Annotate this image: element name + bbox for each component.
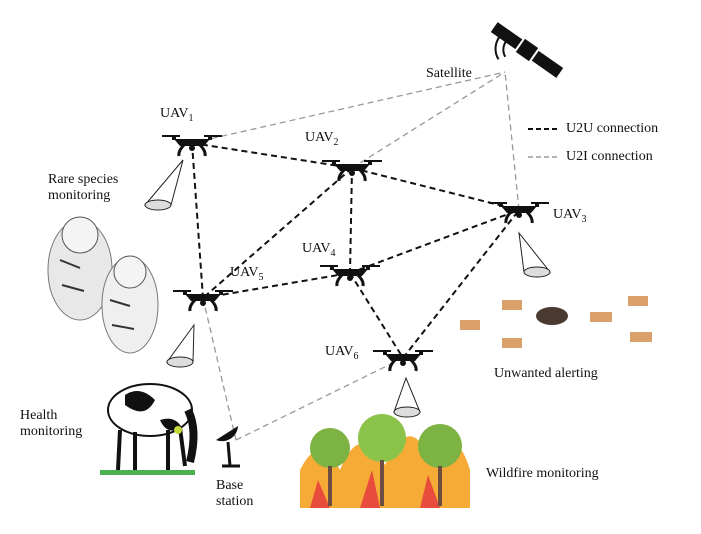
uav6-drone-icon	[373, 350, 433, 372]
uav2-drone-icon	[322, 160, 382, 182]
uav2-label: UAV2	[305, 130, 339, 148]
tigers-image	[47, 216, 159, 354]
satellite-label: Satellite	[426, 66, 472, 81]
u2i-link-u3-sat	[504, 71, 520, 211]
u2i-link-u1-sat	[191, 71, 506, 144]
u2i-link-u5-bs	[202, 297, 237, 441]
sensing-cone-icon	[166, 323, 195, 368]
u2u-link-u4-u3	[349, 209, 520, 274]
health-label: Health monitoring	[20, 408, 83, 440]
legend-u2i-label: U2I connection	[566, 149, 653, 164]
rare-species-label: Rare species monitoring	[48, 172, 119, 204]
uav3-label: UAV3	[553, 207, 587, 225]
uav1-label: UAV1	[160, 106, 194, 124]
legend-u2u-label: U2U connection	[566, 121, 659, 136]
uav4-drone-icon	[320, 265, 380, 287]
unwanted-label: Unwanted alerting	[494, 366, 598, 381]
u2i-link-u6-bs	[235, 357, 404, 441]
u2u-link-u1-u5	[191, 142, 204, 299]
uav5-drone-icon	[173, 290, 233, 312]
u2u-link-u1-u2	[191, 142, 353, 169]
uav1-drone-icon	[162, 135, 222, 157]
wildfire-label: Wildfire monitoring	[486, 466, 599, 481]
uav6-label: UAV6	[325, 344, 359, 362]
u2u-link-u4-u6	[349, 272, 404, 359]
cow-image	[100, 383, 198, 475]
u2u-link-u2-u4	[349, 167, 353, 274]
u2u-link-u6-u3	[402, 209, 520, 359]
sensing-cone-icon	[393, 376, 421, 418]
uav5-label: UAV5	[230, 265, 264, 283]
u2i-link-u2-sat	[351, 71, 506, 169]
sensing-cone-icon	[143, 159, 184, 211]
wildfire-image	[300, 414, 470, 508]
sensing-cone-icon	[518, 231, 552, 278]
uav4-label: UAV4	[302, 241, 336, 259]
u2u-link-u5-u4	[202, 272, 351, 299]
uav3-drone-icon	[489, 202, 549, 224]
base-station-icon	[216, 426, 240, 468]
u2u-link-u2-u5	[202, 167, 353, 299]
animals-image	[460, 296, 652, 348]
base-station-label: Base station	[216, 478, 254, 510]
satellite-icon	[490, 22, 564, 78]
